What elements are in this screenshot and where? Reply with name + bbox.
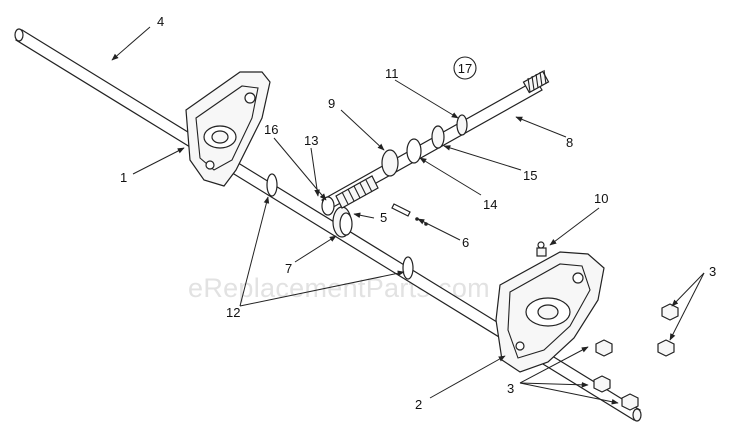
right-gear-housing	[495, 251, 605, 373]
spacer-14	[406, 138, 422, 164]
thrust-washer-right	[402, 256, 414, 280]
thrust-washer-16	[321, 196, 335, 216]
worm-shaft-assembly	[321, 69, 550, 216]
kit-marker: 17	[453, 56, 477, 80]
callout-9: 9	[328, 96, 335, 111]
callout-1: 1	[120, 170, 127, 185]
bearing-9	[381, 149, 399, 177]
callout-4: 4	[157, 14, 164, 29]
callout-11: 11	[385, 66, 399, 81]
thrust-washer-left	[266, 173, 278, 197]
callout-15: 15	[523, 168, 537, 183]
callout-7: 7	[285, 261, 292, 276]
hex-bolts	[593, 303, 679, 411]
kit-marker-label: 17	[458, 61, 472, 76]
callout-8: 8	[566, 135, 573, 150]
callout-numbers: 4 1 2 3 3 5 6 7 8 9 10 11 12 13 14 15 16	[120, 14, 716, 412]
callout-3-top: 3	[709, 264, 716, 279]
callout-16: 16	[264, 122, 278, 137]
callout-6: 6	[462, 235, 469, 250]
bearing-11	[456, 114, 468, 136]
callout-10: 10	[594, 191, 608, 206]
callout-13: 13	[304, 133, 318, 148]
callout-12: 12	[226, 305, 240, 320]
grease-fitting	[536, 241, 547, 257]
callout-3-bottom: 3	[507, 381, 514, 396]
leader-lines	[111, 26, 705, 405]
left-bearing-housing	[185, 71, 271, 187]
callout-5: 5	[380, 210, 387, 225]
worm-gear	[332, 206, 353, 238]
callout-14: 14	[483, 197, 497, 212]
woodruff-key	[391, 203, 411, 217]
bearing-15	[431, 125, 445, 149]
auger-shaft	[14, 28, 642, 422]
callout-2: 2	[415, 397, 422, 412]
